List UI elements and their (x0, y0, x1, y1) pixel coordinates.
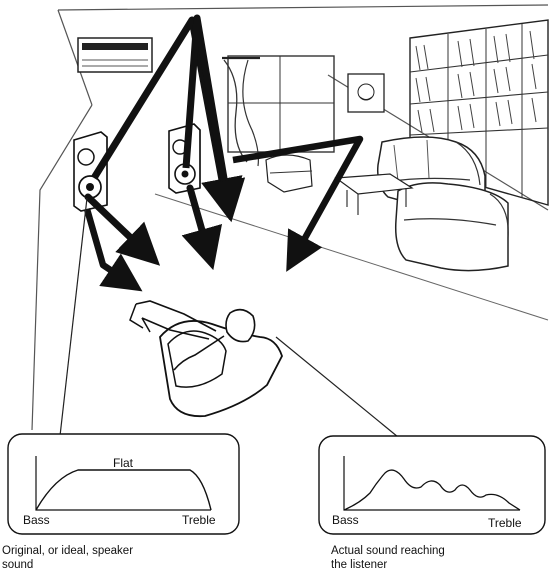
wall-reflection-arrow-center (190, 188, 211, 262)
actual-treble-label: Treble (488, 517, 522, 529)
ideal-bass-label: Bass (23, 514, 50, 526)
actual-bass-label: Bass (332, 514, 359, 526)
speaker-to-left-graph-line (60, 198, 87, 436)
listener-to-right-graph-line (276, 337, 398, 437)
ideal-caption-line-1: Original, or ideal, speaker (2, 545, 133, 559)
small-chair-icon (266, 155, 312, 192)
picture-frame-icon (348, 74, 384, 112)
actual-caption-line-1: Actual sound reaching (331, 545, 445, 559)
ideal-caption: Original, or ideal, speaker sound (2, 545, 133, 572)
actual-caption: Actual sound reaching the listener (331, 545, 445, 572)
ideal-caption-line-2: sound (2, 559, 133, 573)
listener-in-armchair-icon (130, 301, 282, 416)
armchair-icon (396, 183, 508, 271)
actual-caption-line-2: the listener (331, 559, 445, 573)
air-conditioner-icon (78, 38, 152, 72)
ideal-peak-label: Flat (113, 457, 133, 469)
room-back-wall-line (58, 5, 548, 10)
ideal-treble-label: Treble (182, 514, 216, 526)
